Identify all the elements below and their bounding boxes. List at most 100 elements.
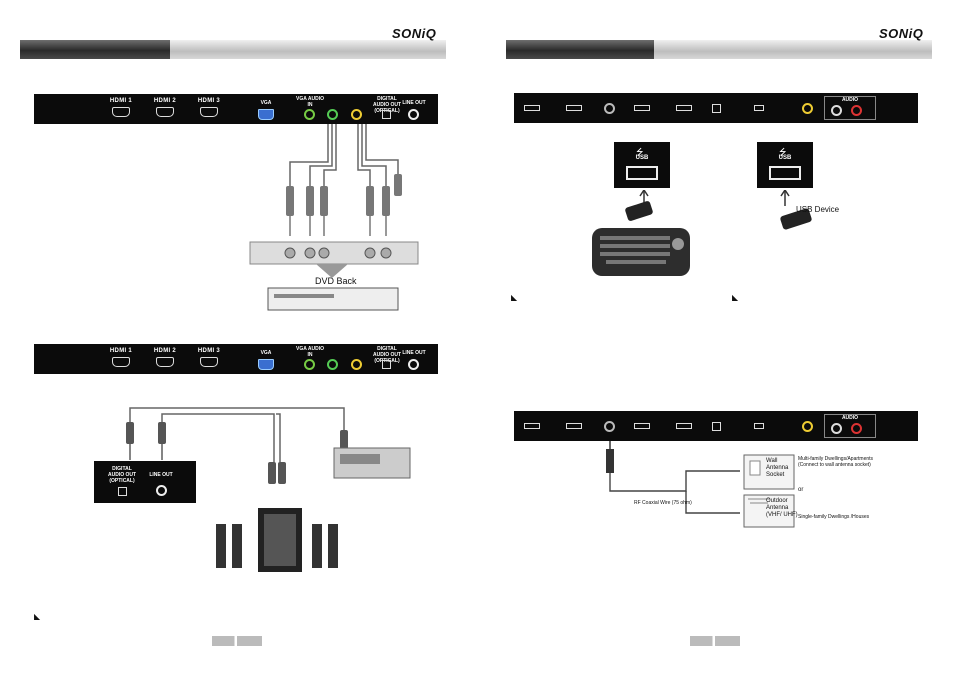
rf-in-port — [604, 421, 615, 432]
speaker — [312, 524, 322, 568]
hdmi1-port: HDMI 1 — [106, 348, 136, 367]
component-jack-1 — [327, 359, 338, 370]
audio-l-jack — [831, 423, 842, 434]
line-out-label: LINE OUT — [402, 100, 426, 106]
keyboard-dongle-illustration — [592, 190, 690, 276]
rca-plug — [394, 174, 402, 196]
usb-symbol: ⭍ — [779, 147, 787, 157]
usb-port-4 — [676, 423, 692, 429]
audio-r-jack — [851, 423, 862, 434]
multi-family-note: (Connect to wall antenna socket) — [798, 462, 871, 468]
vga-label: VGA — [260, 350, 272, 356]
usb-port-1 — [524, 423, 540, 429]
header-dark-block — [506, 40, 654, 59]
usb-port-4 — [676, 105, 692, 111]
single-family-label: Single-family Dwellings /Houses — [798, 514, 870, 520]
hdmi1-port: HDMI 1 — [106, 98, 136, 117]
hdmi2-port: HDMI 2 — [150, 348, 180, 367]
audio-block: AUDIO — [824, 414, 876, 438]
usb-flash-dongle — [780, 208, 812, 230]
brand-logo: SONiQ — [392, 26, 437, 41]
line-out-jack — [408, 359, 419, 370]
vga-audio-jack — [304, 109, 315, 120]
antenna-connection-diagram — [606, 441, 795, 528]
right-header-bar — [506, 40, 932, 59]
usb-port-1 — [524, 105, 540, 111]
hdmi2-port: HDMI 2 — [150, 98, 180, 117]
rca-plug — [382, 186, 390, 216]
usb-port-large — [626, 166, 658, 180]
vga-audio-in-label: VGA AUDIO IN — [296, 96, 324, 108]
dvd-back-panel — [249, 241, 419, 265]
component-jack-1 — [327, 109, 338, 120]
rf-in-port — [604, 103, 615, 114]
tv-rear-panel-antenna: AUDIO — [514, 411, 918, 441]
coax-cable-label: RF Coaxial Wire (75 ohm) — [634, 500, 692, 506]
page-number-footer — [212, 636, 262, 646]
usb-label: USB — [778, 155, 792, 161]
vga-port — [258, 359, 274, 370]
lan-port — [712, 422, 721, 431]
dvd-back-label: DVD Back — [315, 276, 357, 286]
usb-port-3 — [634, 423, 650, 429]
speaker — [216, 524, 226, 568]
video-in-jack — [802, 103, 813, 114]
usb-callout-device: ⭍ USB — [757, 142, 813, 188]
wall-antenna-socket-label: Wall Antenna Socket — [766, 458, 789, 478]
outdoor-antenna-box — [743, 494, 795, 528]
audio-block: AUDIO — [824, 96, 876, 120]
usb-device-label: USB Device — [796, 205, 840, 214]
header-light-block — [654, 40, 932, 59]
usb-device-illustration — [780, 190, 812, 230]
line-out-label: LINE OUT — [402, 350, 426, 356]
dvd-player — [267, 287, 399, 311]
tv-rear-panel-usb: AUDIO — [514, 93, 918, 123]
note-marker: ◣ — [511, 293, 518, 302]
audio-l-jack — [831, 105, 842, 116]
tv-rear-panel-audio: HDMI 1 HDMI 2 HDMI 3 VGA VGA AUDIO IN DI… — [34, 344, 438, 374]
speaker — [232, 524, 242, 568]
rca-plug — [320, 186, 328, 216]
usb-port-3 — [634, 105, 650, 111]
note-marker: ◣ — [34, 612, 41, 621]
audio-output-callout: DIGITAL AUDIO OUT (OPTICAL) LINE OUT — [94, 461, 196, 503]
usb-dongle — [625, 201, 653, 221]
usb-port-2 — [566, 423, 582, 429]
optical-port — [382, 360, 391, 369]
rca-plug — [366, 186, 374, 216]
callout-digital-audio-out-label: DIGITAL AUDIO OUT (OPTICAL) — [107, 466, 137, 484]
usb-symbol: ⭍ — [636, 147, 644, 157]
component-jack-2 — [351, 359, 362, 370]
rca-plug — [286, 186, 294, 216]
line-out-jack — [408, 109, 419, 120]
service-port — [754, 423, 764, 429]
callout-line-out-jack — [156, 485, 167, 496]
digital-audio-out-label: DIGITAL AUDIO OUT (OPTICAL) — [372, 96, 402, 114]
or-label: or — [798, 487, 804, 493]
usb-port-large — [769, 166, 801, 180]
audio-connection-diagram — [126, 407, 411, 572]
hdmi3-port: HDMI 3 — [194, 98, 224, 117]
header-light-block — [170, 40, 446, 59]
service-port — [754, 105, 764, 111]
vga-port — [258, 109, 274, 120]
audio-r-jack — [851, 105, 862, 116]
note-marker: ◣ — [732, 293, 739, 302]
vga-label: VGA — [260, 100, 272, 106]
callout-line-out-label: LINE OUT — [149, 472, 173, 478]
usb-label: USB — [635, 155, 649, 161]
speaker — [328, 524, 338, 568]
component-jack-2 — [351, 109, 362, 120]
vga-audio-jack — [304, 359, 315, 370]
brand-logo: SONiQ — [879, 26, 924, 41]
optical-port — [382, 110, 391, 119]
dvd-connection-diagram — [249, 124, 419, 311]
header-dark-block — [20, 40, 170, 59]
left-header-bar — [20, 40, 446, 59]
callout-optical-port — [118, 487, 127, 496]
coax-plug — [606, 449, 614, 473]
rca-plug — [306, 186, 314, 216]
outdoor-antenna-label: Outdoor Antenna (VHF/ UHF) — [766, 498, 798, 518]
video-in-jack — [802, 421, 813, 432]
digital-audio-out-label: DIGITAL AUDIO OUT (OPTICAL) — [372, 346, 402, 364]
